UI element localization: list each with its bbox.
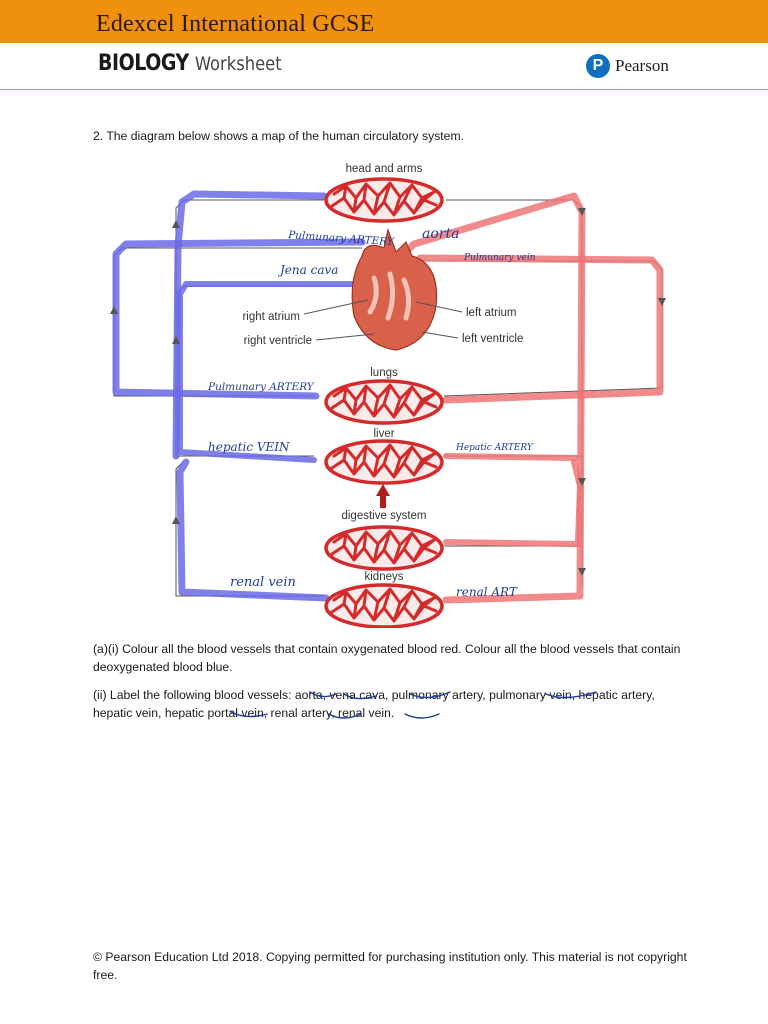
question-part-a: (a)(i) Colour all the blood vessels that…: [93, 642, 681, 674]
label-kidneys: kidneys: [365, 571, 404, 583]
heart-icon: [351, 227, 438, 351]
capillary-head-and-arms: [324, 177, 444, 223]
question-intro: 2. The diagram below shows a map of the …: [93, 129, 464, 143]
capillary-digestive-system: [324, 525, 444, 571]
handwritten-check-mark-vein: [545, 691, 597, 699]
label-digestive-system: digestive system: [341, 510, 426, 522]
label-head-and-arms: head and arms: [346, 163, 423, 175]
hepatic-portal-arrow-icon: [376, 484, 390, 508]
handwritten-pulmonary-vein: Pulmunary vein: [463, 253, 536, 263]
oxygenated-vessels: [400, 192, 664, 604]
question-part-b: (ii) Label the following blood vessels: …: [93, 688, 655, 720]
handwritten-renal-artery: renal ART: [456, 585, 518, 599]
handwritten-check-marks-row2: [230, 711, 440, 719]
subject-title: BIOLOGY Worksheet: [98, 51, 282, 76]
label-pointers: [303, 299, 463, 341]
handwritten-aorta: aorta: [422, 226, 459, 242]
label-lungs: lungs: [370, 367, 398, 379]
capillary-lungs: [324, 379, 444, 425]
copyright-footer: © Pearson Education Ltd 2018. Copying pe…: [93, 950, 687, 982]
header-divider: [0, 89, 768, 90]
pearson-brand: P Pearson: [586, 54, 669, 78]
flow-arrows: [110, 208, 666, 576]
handwritten-hepatic-artery: Hepatic ARTERY: [455, 443, 534, 453]
deoxygenated-vessels: [112, 190, 366, 602]
brand-name: Pearson: [615, 56, 669, 75]
qualification-title: Edexcel International GCSE: [96, 11, 375, 37]
label-liver: liver: [373, 428, 394, 440]
label-right-atrium: right atrium: [242, 311, 300, 323]
handwritten-vena-cava: Jena cava: [277, 263, 338, 277]
handwritten-check-marks: [309, 691, 451, 700]
handwritten-pulmonary-artery-lungs: Pulmunary ARTERY: [207, 381, 315, 393]
handwritten-renal-vein: renal vein: [230, 575, 296, 590]
handwritten-hepatic-vein: hepatic VEIN: [208, 440, 290, 454]
capillary-kidneys: [324, 583, 444, 628]
circulatory-system-diagram: head and arms right atrium right ventric…: [110, 163, 666, 628]
header-bar: Edexcel International GCSE: [0, 0, 768, 43]
worksheet-label: Worksheet: [194, 53, 282, 75]
label-left-ventricle: left ventricle: [462, 333, 523, 345]
capillary-liver: [324, 439, 444, 485]
subject-name: BIOLOGY: [98, 51, 189, 76]
pearson-logo-icon: P: [586, 54, 610, 78]
label-right-ventricle: right ventricle: [244, 335, 312, 347]
label-left-atrium: left atrium: [466, 307, 517, 319]
